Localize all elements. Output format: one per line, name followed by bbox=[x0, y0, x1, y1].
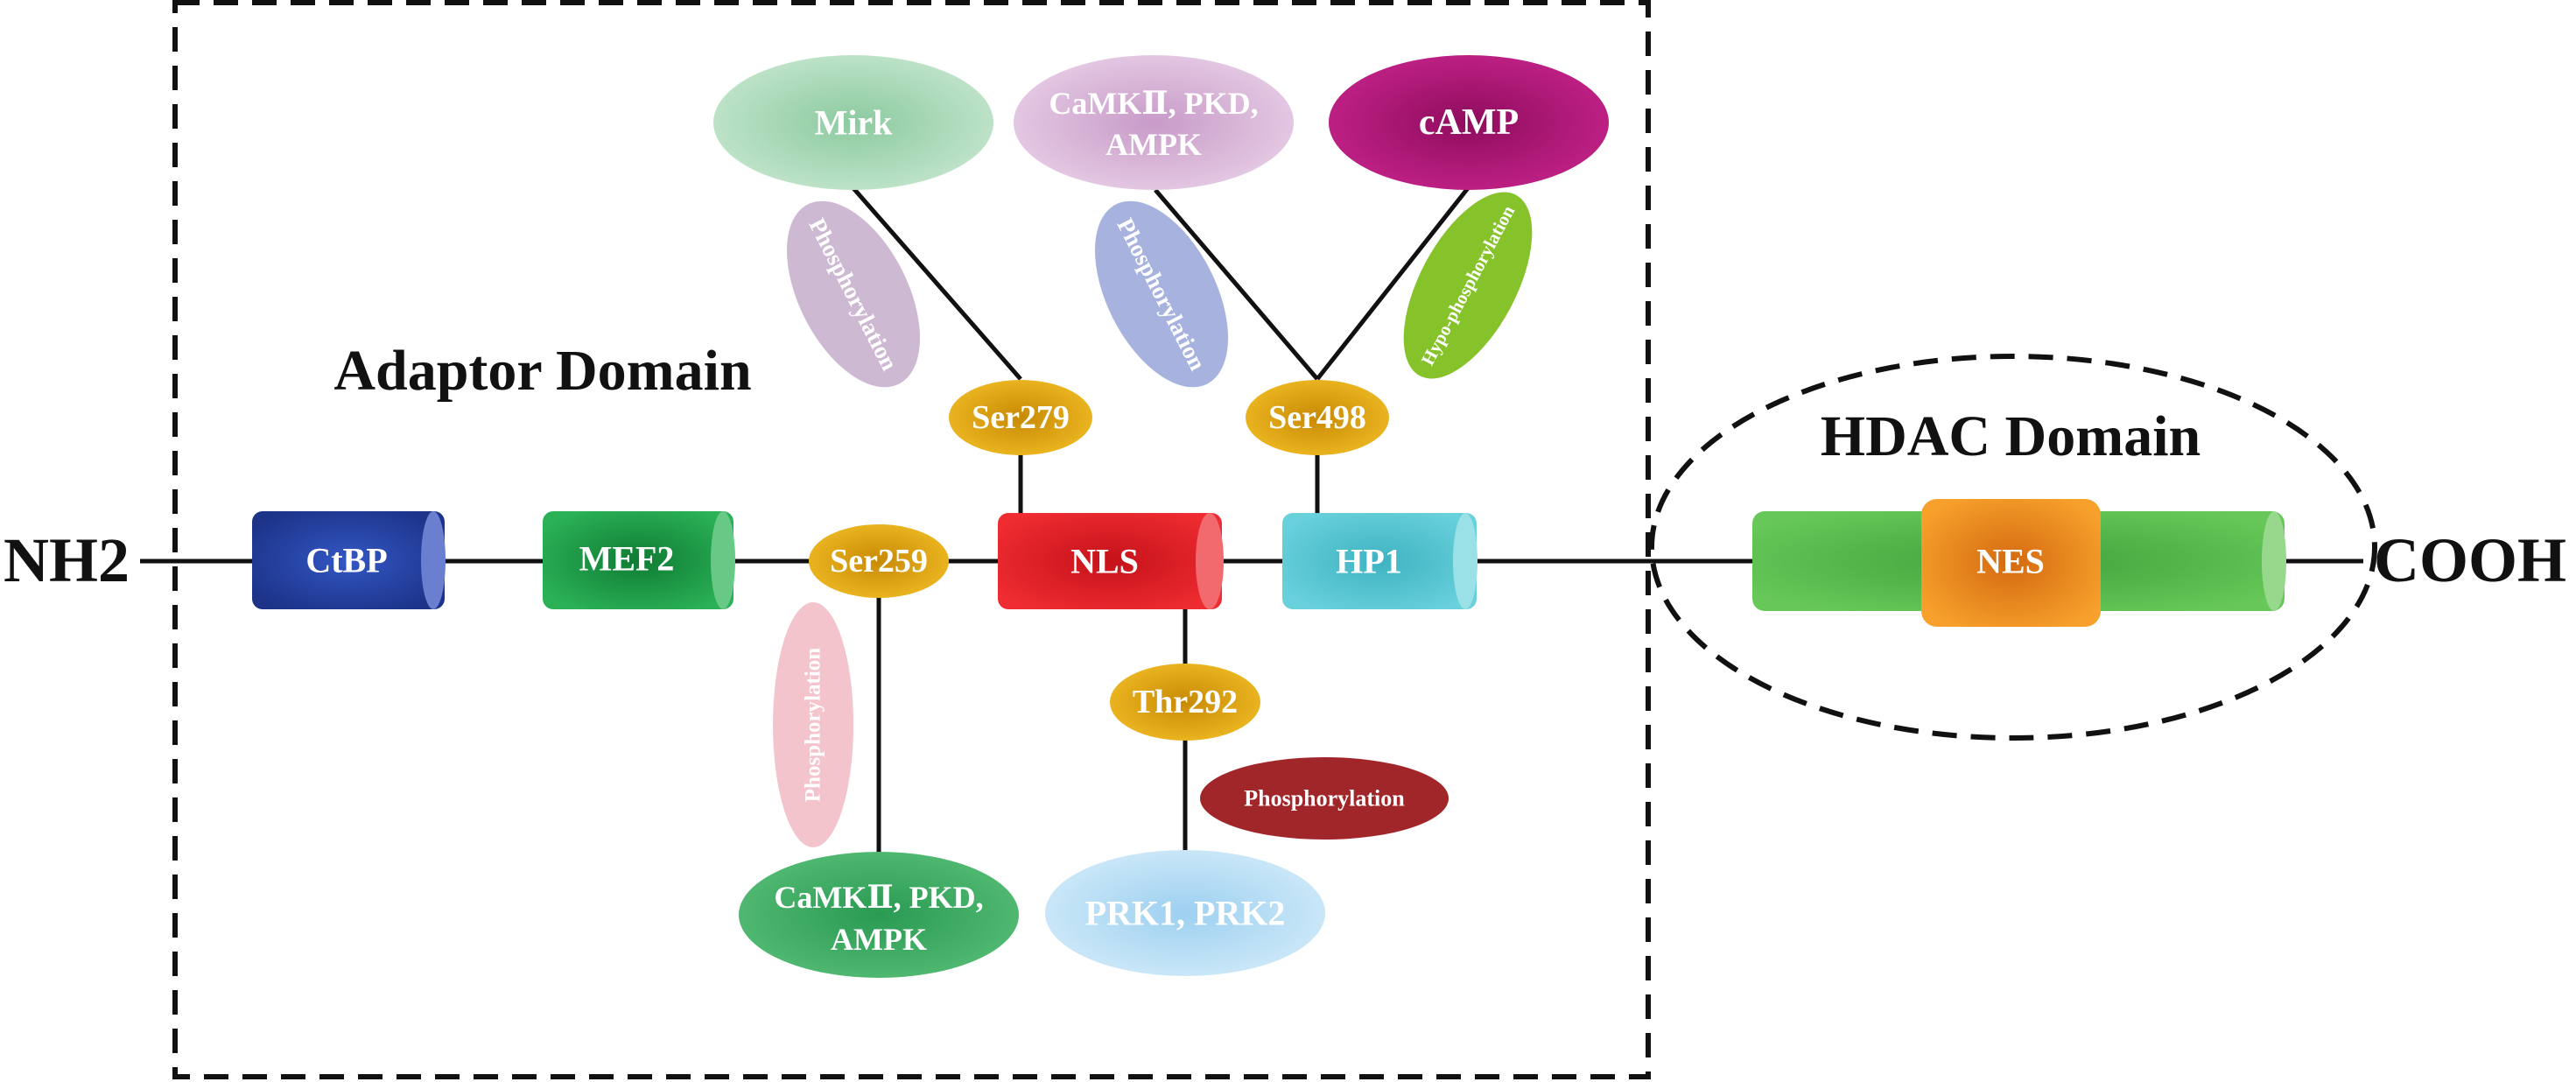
ctbp-label: CtBP bbox=[305, 541, 387, 580]
hypo-camp-oval: Hypo-phosphorylation bbox=[1403, 192, 1533, 379]
camk-top-label-2: AMPK bbox=[1106, 127, 1202, 162]
nh2-terminal-label: NH2 bbox=[4, 525, 130, 595]
prk-kinase: PRK1, PRK2 bbox=[1045, 850, 1325, 976]
adaptor-domain-box bbox=[172, 0, 1651, 1079]
mef2-cylinder: MEF2 bbox=[543, 511, 735, 609]
phos-ser259-oval: Phosphorylation bbox=[773, 602, 853, 847]
mirk-label: Mirk bbox=[815, 103, 894, 143]
ser279-label: Ser279 bbox=[972, 399, 1070, 436]
ser259-label: Ser259 bbox=[830, 543, 928, 580]
ser279-site: Ser279 bbox=[949, 380, 1092, 455]
hdac-domain-title: HDAC Domain bbox=[1821, 404, 2201, 468]
phos-mirk-oval: Phosphorylation bbox=[786, 200, 921, 388]
nls-label: NLS bbox=[1070, 542, 1139, 581]
connector-mirk-ser279 bbox=[852, 186, 1022, 381]
camk-top-kinase: CaMKⅡ, PKD, AMPK bbox=[1014, 55, 1294, 190]
nes-label: NES bbox=[1976, 542, 2045, 581]
camk-bottom-kinase: CaMKⅡ, PKD, AMPK bbox=[739, 852, 1019, 978]
phos-camktop-oval: Phosphorylation bbox=[1094, 200, 1229, 388]
ser498-label: Ser498 bbox=[1268, 399, 1366, 436]
mef2-label: MEF2 bbox=[579, 539, 675, 579]
phos-ser259-label: Phosphorylation bbox=[802, 648, 825, 803]
phos-thr292-label: Phosphorylation bbox=[1244, 786, 1405, 812]
adaptor-domain-title: Adaptor Domain bbox=[333, 339, 751, 403]
connector-camktop-ser498 bbox=[1154, 188, 1319, 381]
hp1-cylinder: HP1 bbox=[1282, 513, 1478, 609]
prk-label: PRK1, PRK2 bbox=[1085, 894, 1286, 933]
camk-bottom-label-2: AMPK bbox=[831, 922, 927, 957]
thr292-site: Thr292 bbox=[1110, 664, 1260, 741]
mirk-kinase: Mirk bbox=[713, 55, 993, 190]
ctbp-cylinder: CtBP bbox=[252, 511, 446, 609]
hp1-label: HP1 bbox=[1336, 542, 1402, 581]
cooh-terminal-label: COOH bbox=[2374, 525, 2566, 595]
ser498-site: Ser498 bbox=[1246, 380, 1389, 455]
connector-camp-ser498 bbox=[1316, 186, 1470, 381]
camp-label: cAMP bbox=[1419, 102, 1519, 143]
thr292-label: Thr292 bbox=[1133, 684, 1238, 720]
hdac-domain-ellipse bbox=[1649, 354, 2377, 741]
phos-thr292-oval: Phosphorylation bbox=[1200, 757, 1449, 840]
camk-bottom-label-1: CaMKⅡ, PKD, bbox=[774, 880, 983, 915]
camk-top-label-1: CaMKⅡ, PKD, bbox=[1049, 86, 1258, 121]
nes-box: NES bbox=[1921, 499, 2101, 627]
nls-cylinder: NLS bbox=[998, 513, 1224, 609]
camp-kinase: cAMP bbox=[1329, 55, 1609, 190]
ser259-site: Ser259 bbox=[809, 524, 949, 598]
